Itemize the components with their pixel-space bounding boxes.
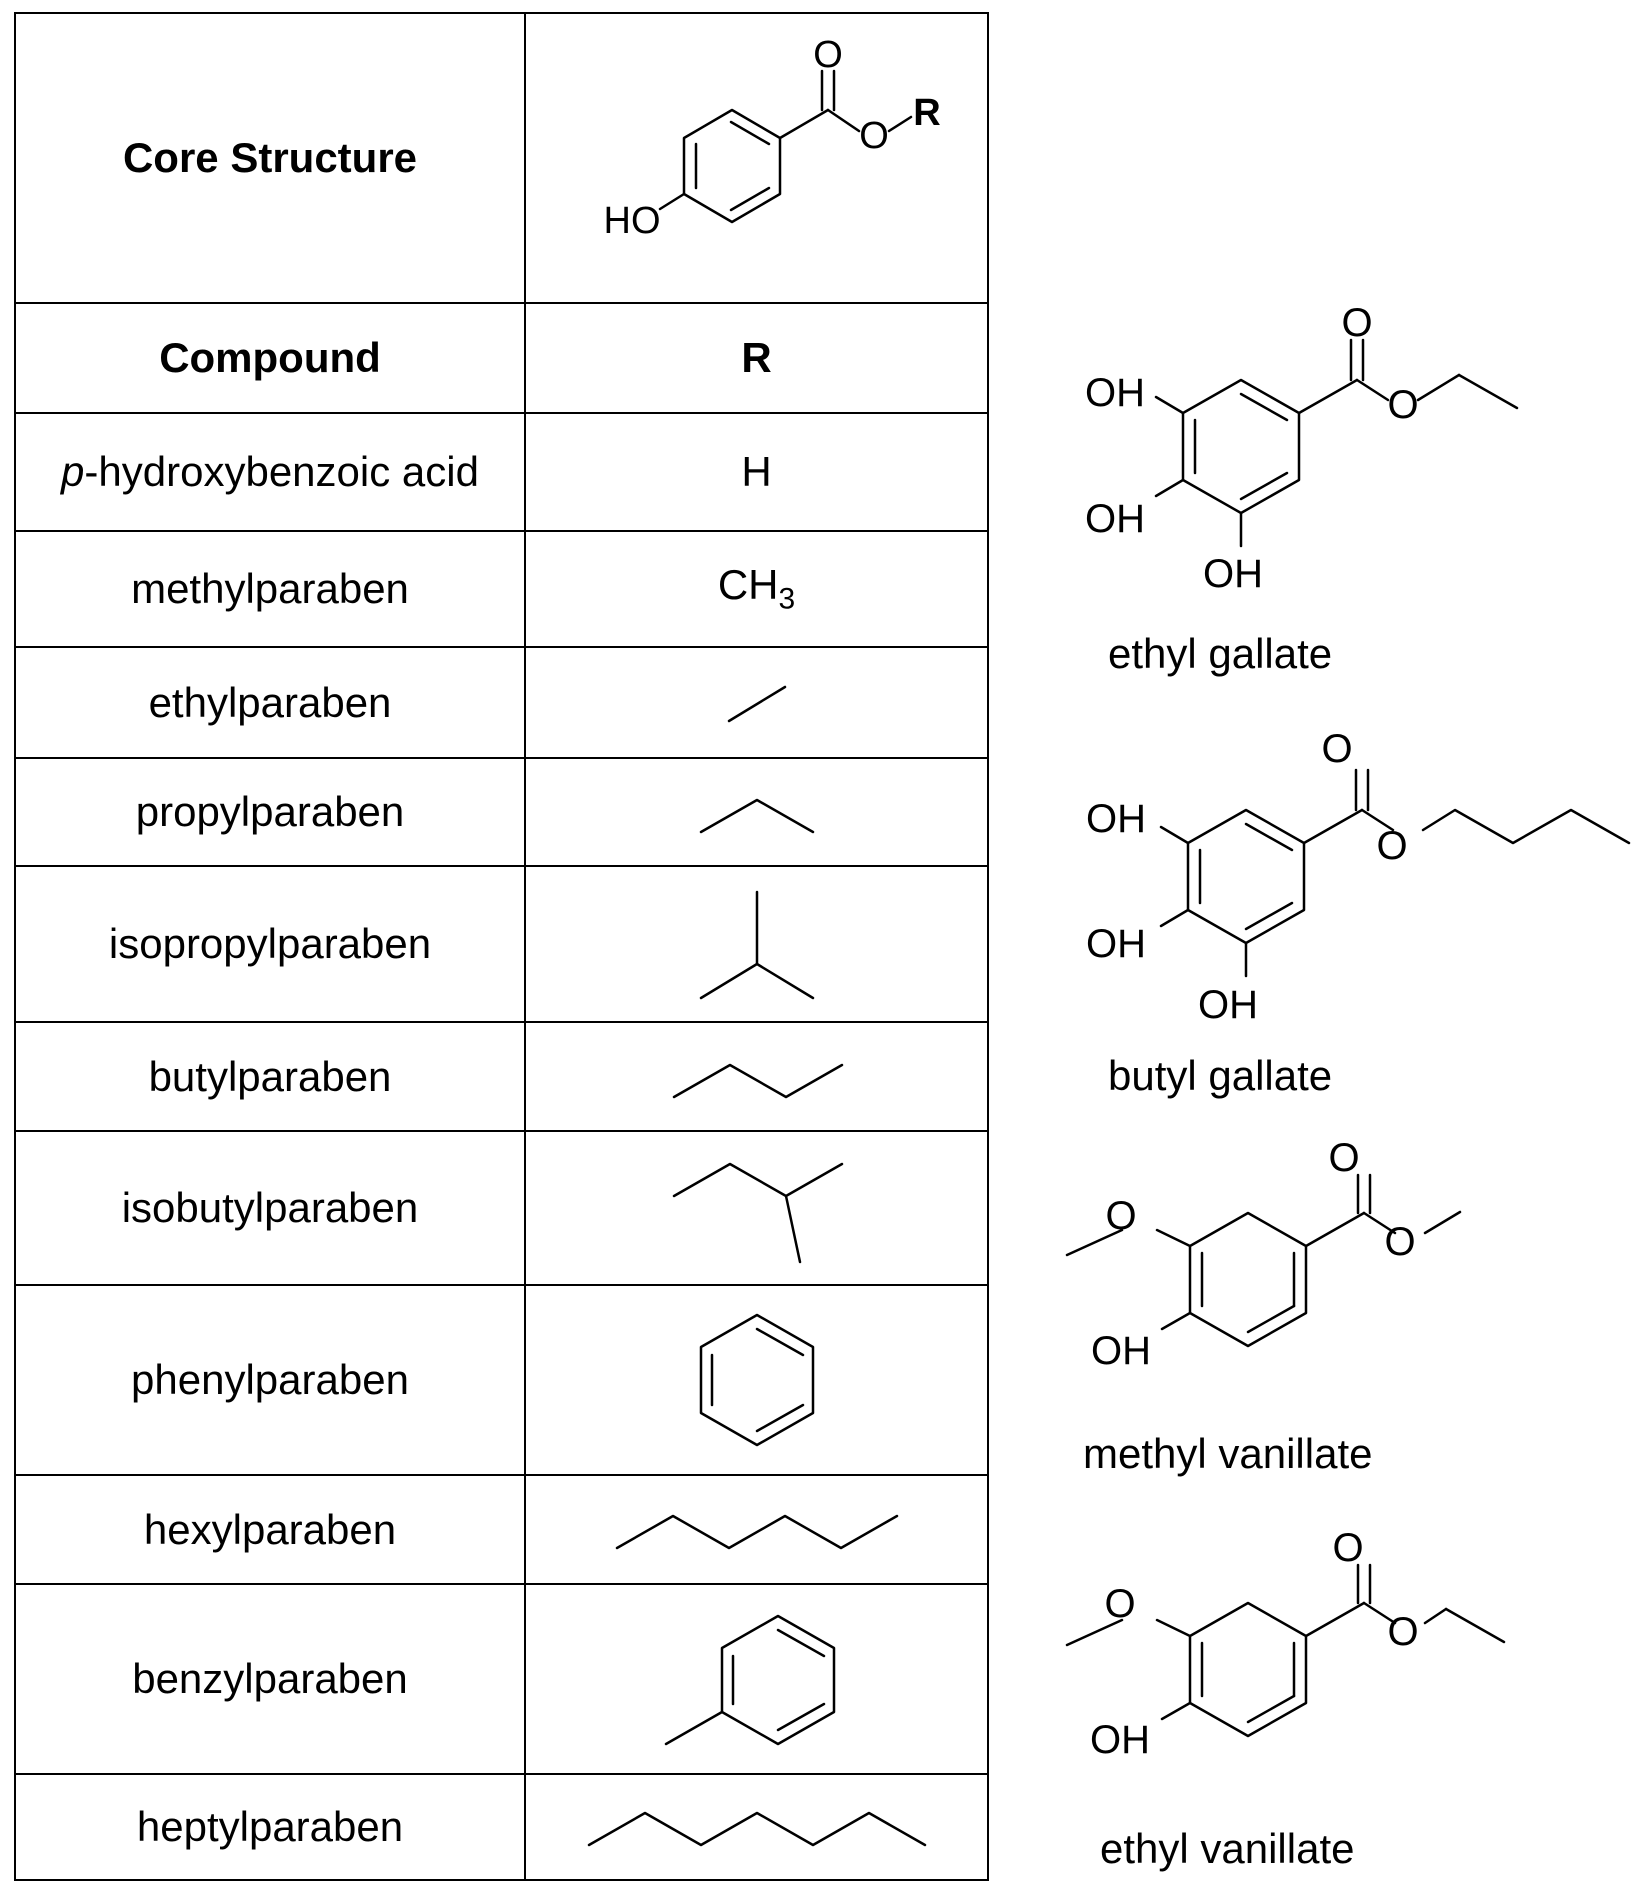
table-row: benzylparaben — [14, 1583, 989, 1775]
isopropyl-branch-icon — [699, 890, 814, 1000]
compound-name-text: -hydroxybenzoic acid — [84, 448, 479, 495]
o-double: O — [1328, 1136, 1359, 1180]
propyl-chain-icon — [699, 798, 814, 834]
o-ester: O — [1376, 824, 1407, 868]
oh-label: OH — [1090, 1718, 1150, 1762]
core-carbonyl-bond — [778, 108, 829, 140]
table-row: hexylparaben — [14, 1474, 989, 1585]
core-double-bond-2 — [729, 186, 770, 212]
paraben-table: Core Structure O O R HO Compound R — [14, 12, 989, 1881]
core-structure-diagram: O O R HO — [603, 34, 940, 242]
oh-label: OH — [1203, 552, 1263, 596]
compound-name: ethylparaben — [14, 646, 526, 759]
gallate-ring — [1186, 808, 1306, 945]
table-row: heptylparaben — [14, 1773, 989, 1881]
o-methoxy: O — [1105, 1194, 1136, 1238]
compound-name: p-hydroxybenzoic acid — [14, 412, 526, 532]
oh-label: OH — [1086, 922, 1146, 966]
r-group-cell — [524, 646, 989, 759]
r-group-cell — [524, 1021, 989, 1132]
ethyl-gallate-label: ethyl gallate — [1108, 630, 1333, 677]
ethyl-gallate-structure: O O OH OH OH — [1085, 301, 1519, 596]
ethyl-chain-icon — [727, 685, 786, 722]
methyl-vanillate-structure: O O O OH — [1065, 1136, 1462, 1373]
compound-name: isopropylparaben — [14, 865, 526, 1023]
compound-name: heptylparaben — [14, 1773, 526, 1881]
compound-name: phenylparaben — [14, 1284, 526, 1476]
r-group-cell — [524, 1773, 989, 1881]
benzyl-group-icon — [664, 1614, 835, 1746]
butyl-gallate-label: butyl gallate — [1108, 1052, 1333, 1099]
compound-name: isobutylparaben — [14, 1130, 526, 1286]
compound-column-header: Compound — [14, 302, 526, 414]
core-o-double: O — [813, 34, 843, 76]
table-row: isobutylparaben — [14, 1130, 989, 1286]
isobutyl-branch-icon — [672, 1162, 843, 1264]
r-group-text: H — [741, 448, 772, 495]
oh-label: OH — [1085, 497, 1145, 541]
r-group-cell — [524, 1130, 989, 1286]
o-double: O — [1332, 1526, 1363, 1570]
oh-label: OH — [1085, 371, 1145, 415]
core-double-bond-1 — [729, 120, 770, 146]
heptyl-chain-icon — [587, 1811, 926, 1847]
r-group-text: CH — [717, 561, 779, 609]
vanillate-ring — [1188, 1601, 1308, 1738]
table-row: methylparaben CH3 — [14, 530, 989, 648]
r-group-cell — [524, 757, 989, 867]
r-group-cell: H — [524, 412, 989, 532]
core-r-bond — [887, 115, 912, 133]
table-row: p-hydroxybenzoic acid H — [14, 412, 989, 532]
benzene-ring-icon — [699, 1313, 814, 1447]
compound-name: methylparaben — [14, 530, 526, 648]
table-row: phenylparaben — [14, 1284, 989, 1476]
r-column-header: R — [524, 302, 989, 414]
methyl-vanillate-label: methyl vanillate — [1083, 1430, 1373, 1477]
core-structure-label: Core Structure — [14, 12, 526, 304]
table-row: isopropylparaben — [14, 865, 989, 1023]
table-row: butylparaben — [14, 1021, 989, 1132]
ethyl-vanillate-label: ethyl vanillate — [1100, 1825, 1355, 1872]
butyl-chain-icon — [672, 1063, 843, 1098]
para-prefix: p — [61, 448, 85, 495]
compound-name: hexylparaben — [14, 1474, 526, 1585]
table-row: ethylparaben — [14, 646, 989, 759]
oh-label: OH — [1198, 983, 1258, 1027]
o-double: O — [1341, 301, 1372, 345]
compound-name: butylparaben — [14, 1021, 526, 1132]
o-double: O — [1321, 727, 1352, 771]
core-o-ester: O — [859, 115, 889, 157]
core-ho-bond — [658, 192, 685, 211]
core-structure-row: Core Structure O O R HO — [14, 12, 989, 304]
r-group-subscript: 3 — [778, 582, 796, 616]
table-row: propylparaben — [14, 757, 989, 867]
o-methoxy: O — [1104, 1582, 1135, 1626]
o-ester: O — [1387, 1610, 1418, 1654]
o-ester: O — [1387, 383, 1418, 427]
column-header-row: Compound R — [14, 302, 989, 414]
r-group-cell — [524, 1474, 989, 1585]
r-group-cell — [524, 1284, 989, 1476]
r-group-cell — [524, 1583, 989, 1775]
compound-name: benzylparaben — [14, 1583, 526, 1775]
r-group-cell — [524, 865, 989, 1023]
oh-label: OH — [1091, 1329, 1151, 1373]
core-benzene-ring — [682, 108, 781, 224]
ethyl-vanillate-structure: O O O OH — [1065, 1526, 1506, 1762]
compound-name: propylparaben — [14, 757, 526, 867]
vanillate-ring — [1188, 1211, 1308, 1348]
butyl-gallate-structure: O O OH OH OH — [1086, 727, 1631, 1027]
o-ester: O — [1384, 1220, 1415, 1264]
core-structure-cell: O O R HO — [524, 12, 989, 304]
oh-label: OH — [1086, 797, 1146, 841]
core-r-label: R — [913, 92, 940, 134]
hexyl-chain-icon — [615, 1514, 898, 1549]
core-ho-label: HO — [603, 200, 660, 242]
gallate-ring — [1181, 378, 1301, 515]
r-group-cell: CH3 — [524, 530, 989, 648]
core-ester-bond — [826, 108, 860, 133]
